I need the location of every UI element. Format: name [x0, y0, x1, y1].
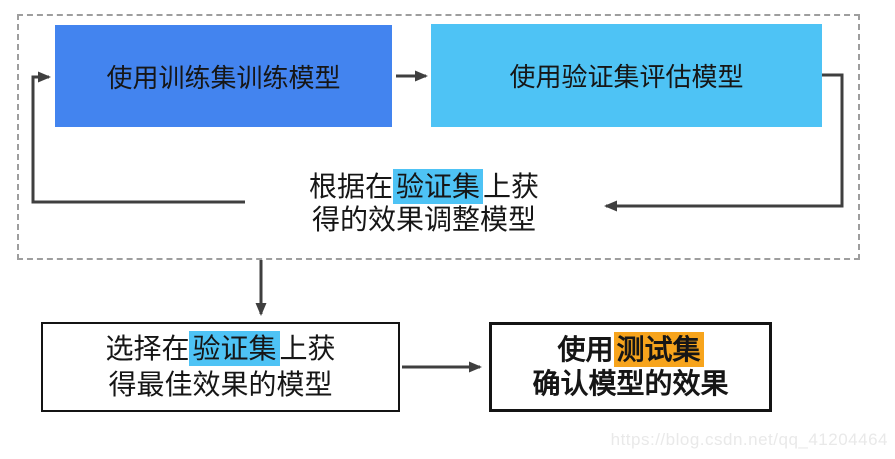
adjust-note-line1-suffix: 上获 — [483, 171, 540, 202]
adjust-note-line1-prefix: 根据在 — [308, 171, 393, 202]
validation-set-highlight: 验证集 — [392, 169, 483, 204]
select-box-line1: 选择在验证集上获 — [105, 331, 336, 367]
test-box-line1: 使用测试集 — [557, 332, 704, 367]
test-box-line1-prefix: 使用 — [557, 334, 614, 365]
confirm-with-test-set-box: 使用测试集 确认模型的效果 — [489, 322, 772, 412]
watermark: https://blog.csdn.net/qq_41204464 — [610, 430, 888, 449]
test-set-highlight: 测试集 — [613, 332, 704, 367]
train-model-label: 使用训练集训练模型 — [106, 62, 341, 93]
evaluate-model-box: 使用验证集评估模型 — [431, 24, 822, 127]
select-box-line1-suffix: 上获 — [279, 333, 336, 364]
select-box-line1-prefix: 选择在 — [105, 333, 190, 364]
evaluate-model-label: 使用验证集评估模型 — [509, 62, 744, 92]
test-box-line2: 确认模型的效果 — [532, 368, 729, 399]
training-loop-container — [17, 14, 860, 260]
adjust-model-note: 根据在验证集上获 得的效果调整模型 — [296, 169, 552, 236]
adjust-note-line1: 根据在验证集上获 — [296, 169, 552, 204]
select-best-model-box: 选择在验证集上获 得最佳效果的模型 — [41, 322, 400, 412]
select-box-line2: 得最佳效果的模型 — [108, 369, 333, 400]
adjust-note-line2: 得的效果调整模型 — [311, 204, 536, 235]
train-model-box: 使用训练集训练模型 — [55, 25, 392, 127]
validation-set-highlight: 验证集 — [189, 331, 280, 366]
